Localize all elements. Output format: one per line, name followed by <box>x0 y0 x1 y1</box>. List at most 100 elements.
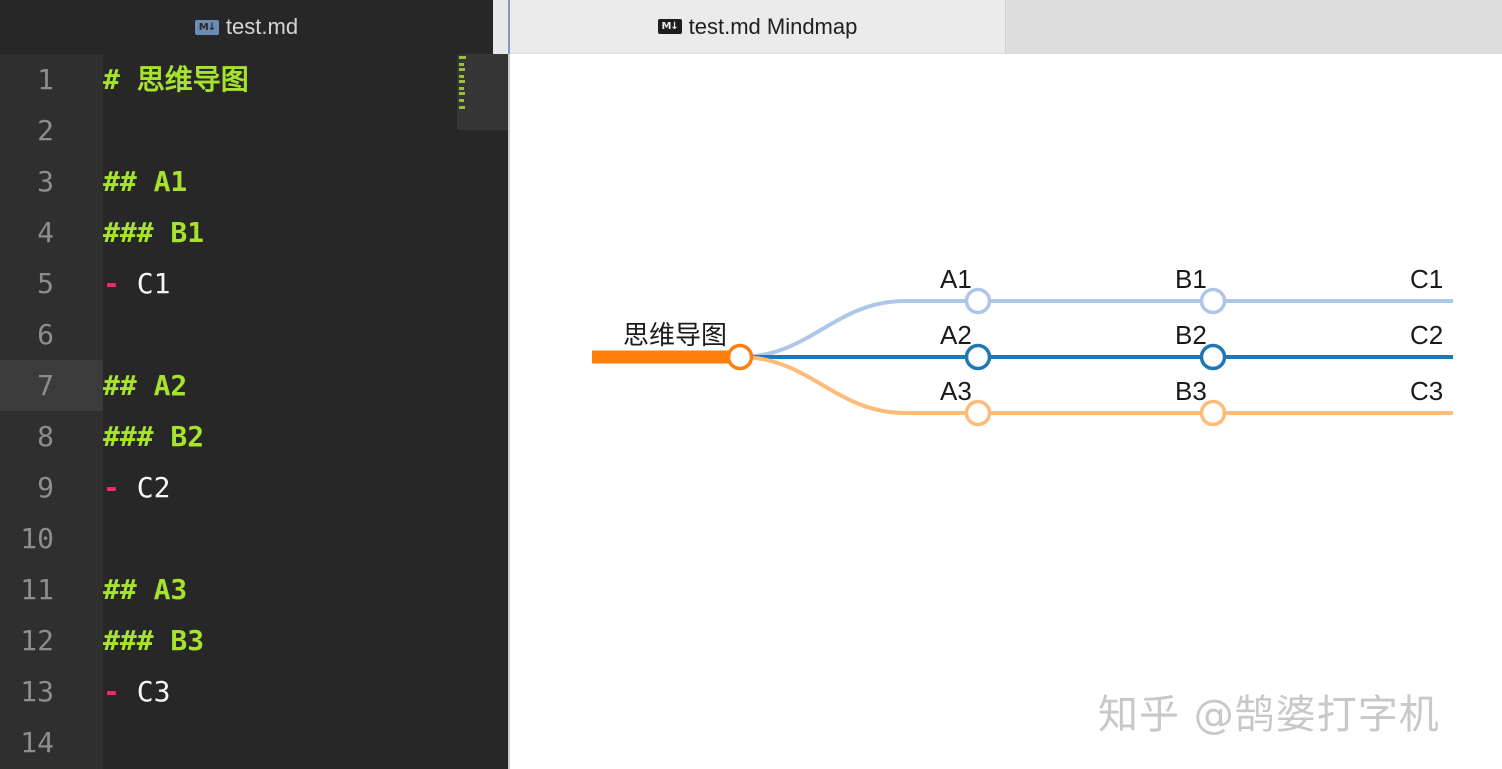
editor-line[interactable]: 8 ### B2 <box>0 411 508 462</box>
code-text: ### B2 <box>103 411 204 462</box>
minimap-mark <box>459 106 465 109</box>
editor-line[interactable]: 4 ### B1 <box>0 207 508 258</box>
line-number: 9 <box>37 471 54 504</box>
editor-line[interactable]: 10 <box>0 513 508 564</box>
editor-line[interactable]: 14 <box>0 717 508 768</box>
tab-label: test.md Mindmap <box>688 13 858 39</box>
editor-line[interactable]: 12 ### B3 <box>0 615 508 666</box>
editor-line[interactable]: 2 <box>0 105 508 156</box>
code-text: - C1 <box>103 258 170 309</box>
editor-line[interactable]: 3 ## A1 <box>0 156 508 207</box>
tab-mindmap[interactable]: M↓ test.md Mindmap <box>510 0 1005 54</box>
editor-line[interactable]: 1 # 思维导图 <box>0 54 508 105</box>
list-marker: - <box>103 471 120 504</box>
heading-marker: ### <box>103 420 154 453</box>
minimap[interactable] <box>457 54 508 130</box>
line-text: C1 <box>119 267 171 300</box>
editor-line[interactable]: 11 ## A3 <box>0 564 508 615</box>
heading-marker: ## <box>103 369 137 402</box>
line-number: 6 <box>37 318 54 351</box>
code-text: ## A3 <box>103 564 187 615</box>
line-text: A1 <box>136 165 188 198</box>
code-text: ## A2 <box>103 360 187 411</box>
mindmap-root-circle <box>726 343 754 371</box>
editor-line[interactable]: 5 - C1 <box>0 258 508 309</box>
tab-test-md[interactable]: M↓ test.md <box>0 0 493 54</box>
line-number: 11 <box>20 573 54 606</box>
pane-divider[interactable] <box>508 54 510 769</box>
line-number: 3 <box>37 165 54 198</box>
list-marker: - <box>103 675 120 708</box>
minimap-mark <box>459 87 464 90</box>
heading-marker: ## <box>103 165 137 198</box>
line-text: A2 <box>136 369 188 402</box>
line-number-gutter <box>0 54 103 769</box>
editor-line[interactable]: 7## A2 <box>0 360 508 411</box>
editor-line[interactable]: 6 <box>0 309 508 360</box>
minimap-mark <box>459 68 465 71</box>
line-number: 12 <box>20 624 54 657</box>
editor-line[interactable]: 13 - C3 <box>0 666 508 717</box>
code-text: ### B3 <box>103 615 204 666</box>
line-text: B3 <box>153 624 205 657</box>
mindmap-node-label: C3 <box>1410 376 1443 406</box>
line-text: C2 <box>119 471 171 504</box>
mindmap-node-label: A3 <box>940 376 972 406</box>
mindmap-node-label: B1 <box>1175 264 1207 294</box>
mindmap-node-circle <box>1199 287 1227 315</box>
mindmap-node-label: C2 <box>1410 320 1443 350</box>
line-text: B2 <box>153 420 205 453</box>
line-number: 4 <box>37 216 54 249</box>
line-number: 14 <box>20 726 54 759</box>
tab-separator <box>493 0 510 54</box>
code-text: # 思维导图 <box>103 54 249 105</box>
heading-marker: ### <box>103 216 154 249</box>
mindmap-node-label: A1 <box>940 264 972 294</box>
markdown-icon: M↓ <box>657 19 682 34</box>
markdown-icon: M↓ <box>194 19 219 35</box>
line-number: 13 <box>20 675 54 708</box>
line-number: 5 <box>37 267 54 300</box>
branch-curve <box>739 355 906 415</box>
minimap-mark <box>459 99 464 102</box>
code-text: - C2 <box>103 462 170 513</box>
editor-line[interactable]: 9 - C2 <box>0 462 508 513</box>
mindmap-node-label: B3 <box>1175 376 1207 406</box>
mindmap-node-label: C1 <box>1410 264 1443 294</box>
minimap-mark <box>459 56 466 59</box>
line-text: A3 <box>136 573 188 606</box>
line-number: 8 <box>37 420 54 453</box>
watermark: 知乎 @鹄婆打字机 <box>1098 692 1440 738</box>
tab-bar-empty <box>1005 0 1502 54</box>
code-text: ## A1 <box>103 156 187 207</box>
minimap-mark <box>459 75 464 78</box>
minimap-mark <box>459 63 464 66</box>
minimap-mark <box>459 80 465 83</box>
branch-curve <box>739 299 906 359</box>
mindmap-node-label: B2 <box>1175 320 1207 350</box>
line-text: 思维导图 <box>119 63 249 96</box>
mindmap-node-circle <box>1199 343 1227 371</box>
minimap-mark <box>459 92 465 95</box>
mindmap-node-circle <box>964 287 992 315</box>
line-text: C3 <box>119 675 171 708</box>
code-text: - C3 <box>103 666 170 717</box>
mindmap-node-label: A2 <box>940 320 972 350</box>
code-text: ### B1 <box>103 207 204 258</box>
mindmap-root-label: 思维导图 <box>623 320 727 350</box>
line-number: 2 <box>37 114 54 147</box>
line-number: 1 <box>37 63 54 96</box>
mindmap-node-circle <box>964 399 992 427</box>
mindmap-node-circle <box>1199 399 1227 427</box>
line-text: B1 <box>153 216 205 249</box>
heading-marker: ### <box>103 624 154 657</box>
list-marker: - <box>103 267 120 300</box>
heading-marker: ## <box>103 573 137 606</box>
line-number: 10 <box>20 522 54 555</box>
tab-bar: M↓ test.md M↓ test.md Mindmap <box>0 0 1502 54</box>
mindmap-node-circle <box>964 343 992 371</box>
line-number: 7 <box>0 360 103 411</box>
